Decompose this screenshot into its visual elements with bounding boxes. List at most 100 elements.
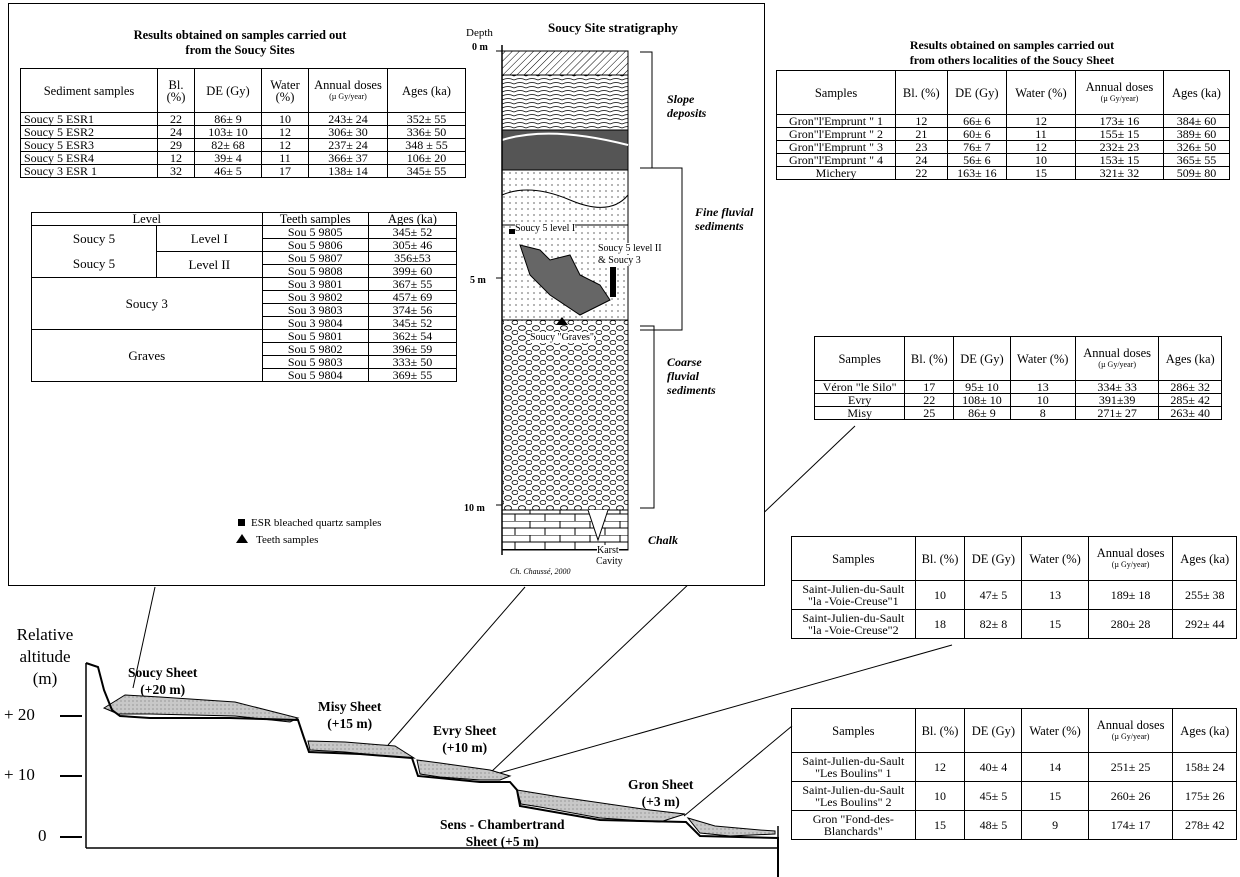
table-cell: 76± 7 — [946, 140, 1008, 154]
table-cell: 25 — [904, 406, 955, 420]
soucy-results-title: Results obtained on samples carried out … — [100, 28, 380, 58]
table-cell: 15 — [1021, 609, 1089, 639]
sample-line: "la -Voie-Creuse"1 — [808, 594, 899, 608]
table-cell: 23 — [895, 140, 948, 154]
table-cell: 345± 52 — [367, 225, 458, 239]
sheet-alt: Sheet (+5 m) — [465, 834, 539, 849]
table-cell: 86± 9 — [194, 112, 262, 126]
table-cell: 348 ± 55 — [387, 138, 466, 152]
table-cell: 263± 40 — [1158, 406, 1222, 420]
sample-cell: Saint-Julien-du-Sault"la -Voie-Creuse"1 — [791, 580, 916, 610]
table-cell: Gron"l'Emprunt " 4 — [775, 153, 897, 167]
table-cell: Gron"l'Emprunt " 3 — [775, 140, 897, 154]
sample-line: "la -Voie-Creuse"2 — [808, 623, 899, 637]
sheet-label-misy: Misy Sheet (+15 m) — [318, 698, 381, 732]
table-cell: 9 — [1021, 810, 1089, 840]
header-text: Annual doses — [1096, 717, 1165, 732]
table-cell: 17 — [261, 164, 309, 178]
col-header: Annual doses(µ Gy/year) — [1087, 536, 1174, 581]
table-cell: 189± 18 — [1087, 580, 1174, 610]
table-cell: 22 — [895, 166, 948, 180]
unit-label: Slope deposits — [667, 92, 707, 120]
table-cell: Véron "le Silo" — [813, 380, 906, 394]
table-cell: 334± 33 — [1074, 380, 1160, 394]
table-cell: Sou 5 9801 — [261, 329, 369, 343]
table-cell: 174± 17 — [1087, 810, 1174, 840]
header-unit: (µ Gy/year) — [1111, 559, 1150, 569]
table-cell: 321± 32 — [1074, 166, 1164, 180]
col-header: Water (%) — [1021, 536, 1089, 581]
table-cell: Soucy 5 ESR1 — [20, 112, 158, 126]
table-cell: 12 — [914, 752, 966, 782]
col-header: DE (Gy) — [964, 708, 1023, 753]
col-header: Annual doses(µ Gy/year) — [1074, 336, 1160, 381]
table-cell: Sou 5 9805 — [261, 225, 369, 239]
col-header: Bl. (%) — [914, 708, 966, 753]
header-text: Annual doses — [1083, 345, 1151, 360]
sample-cell: Saint-Julien-du-Sault"la -Voie-Creuse"2 — [791, 609, 916, 639]
table-cell: 32 — [157, 164, 195, 178]
strat-label-level2a: Soucy 5 level II — [598, 243, 662, 254]
table-cell: 345± 55 — [387, 164, 466, 178]
table-cell: 12 — [261, 125, 309, 139]
table-cell: 10 — [1006, 153, 1076, 167]
table-cell: 278± 42 — [1172, 810, 1237, 840]
sheet-deposits — [102, 694, 776, 837]
other-results-title: Results obtained on samples carried out … — [852, 38, 1172, 68]
table-cell: 271± 27 — [1074, 406, 1160, 420]
table-cell: 362± 54 — [367, 329, 458, 343]
table-cell: 12 — [261, 138, 309, 152]
sheet-name: Misy Sheet — [318, 699, 382, 714]
table-cell: 292± 44 — [1172, 609, 1237, 639]
table-cell: Sou 3 9802 — [261, 290, 369, 304]
table-cell: 95± 10 — [953, 380, 1011, 394]
col-header: Bl. (%) — [157, 68, 195, 113]
table-cell: 45± 5 — [964, 781, 1023, 811]
sheet-alt: (+10 m) — [442, 740, 488, 755]
depth-tick-5: 5 m — [470, 275, 486, 286]
table-cell: 22 — [157, 112, 195, 126]
table-cell: 12 — [1006, 140, 1076, 154]
table-cell: 22 — [904, 393, 955, 407]
col-header: DE (Gy) — [964, 536, 1023, 581]
col-header: Samples — [775, 70, 897, 115]
col-header: Samples — [813, 336, 906, 381]
table-cell: 326± 50 — [1162, 140, 1231, 154]
strat-title: Soucy Site stratigraphy — [548, 20, 678, 35]
table-cell: 396± 59 — [367, 342, 458, 356]
y-tick-0: 0 — [38, 826, 47, 845]
table-cell: 306± 30 — [308, 125, 388, 139]
title-line: Results obtained on samples carried out — [909, 38, 1115, 52]
table-cell: 175± 26 — [1172, 781, 1237, 811]
sheet-name: Gron Sheet — [628, 777, 694, 792]
table-cell: Michery — [775, 166, 897, 180]
col-header: Ages (ka) — [387, 68, 466, 113]
table-cell: 40± 4 — [964, 752, 1023, 782]
table-cell: 10 — [914, 580, 966, 610]
table-cell: 48± 5 — [964, 810, 1023, 840]
legend-esr: ESR bleached quartz samples — [228, 515, 381, 532]
table-cell: 374± 56 — [367, 303, 458, 317]
strat-label-graves: Soucy "Graves" — [530, 332, 594, 343]
sample-line: Saint-Julien-du-Sault — [802, 611, 905, 625]
table-cell: 12 — [895, 114, 948, 128]
depth-tick-10: 10 m — [464, 503, 485, 514]
table-cell: 15 — [914, 810, 966, 840]
table-cell: Soucy 5 — [30, 225, 157, 252]
table-cell: 18 — [914, 609, 966, 639]
table-cell: 12 — [1006, 114, 1076, 128]
table-cell: Sou 5 9802 — [261, 342, 369, 356]
